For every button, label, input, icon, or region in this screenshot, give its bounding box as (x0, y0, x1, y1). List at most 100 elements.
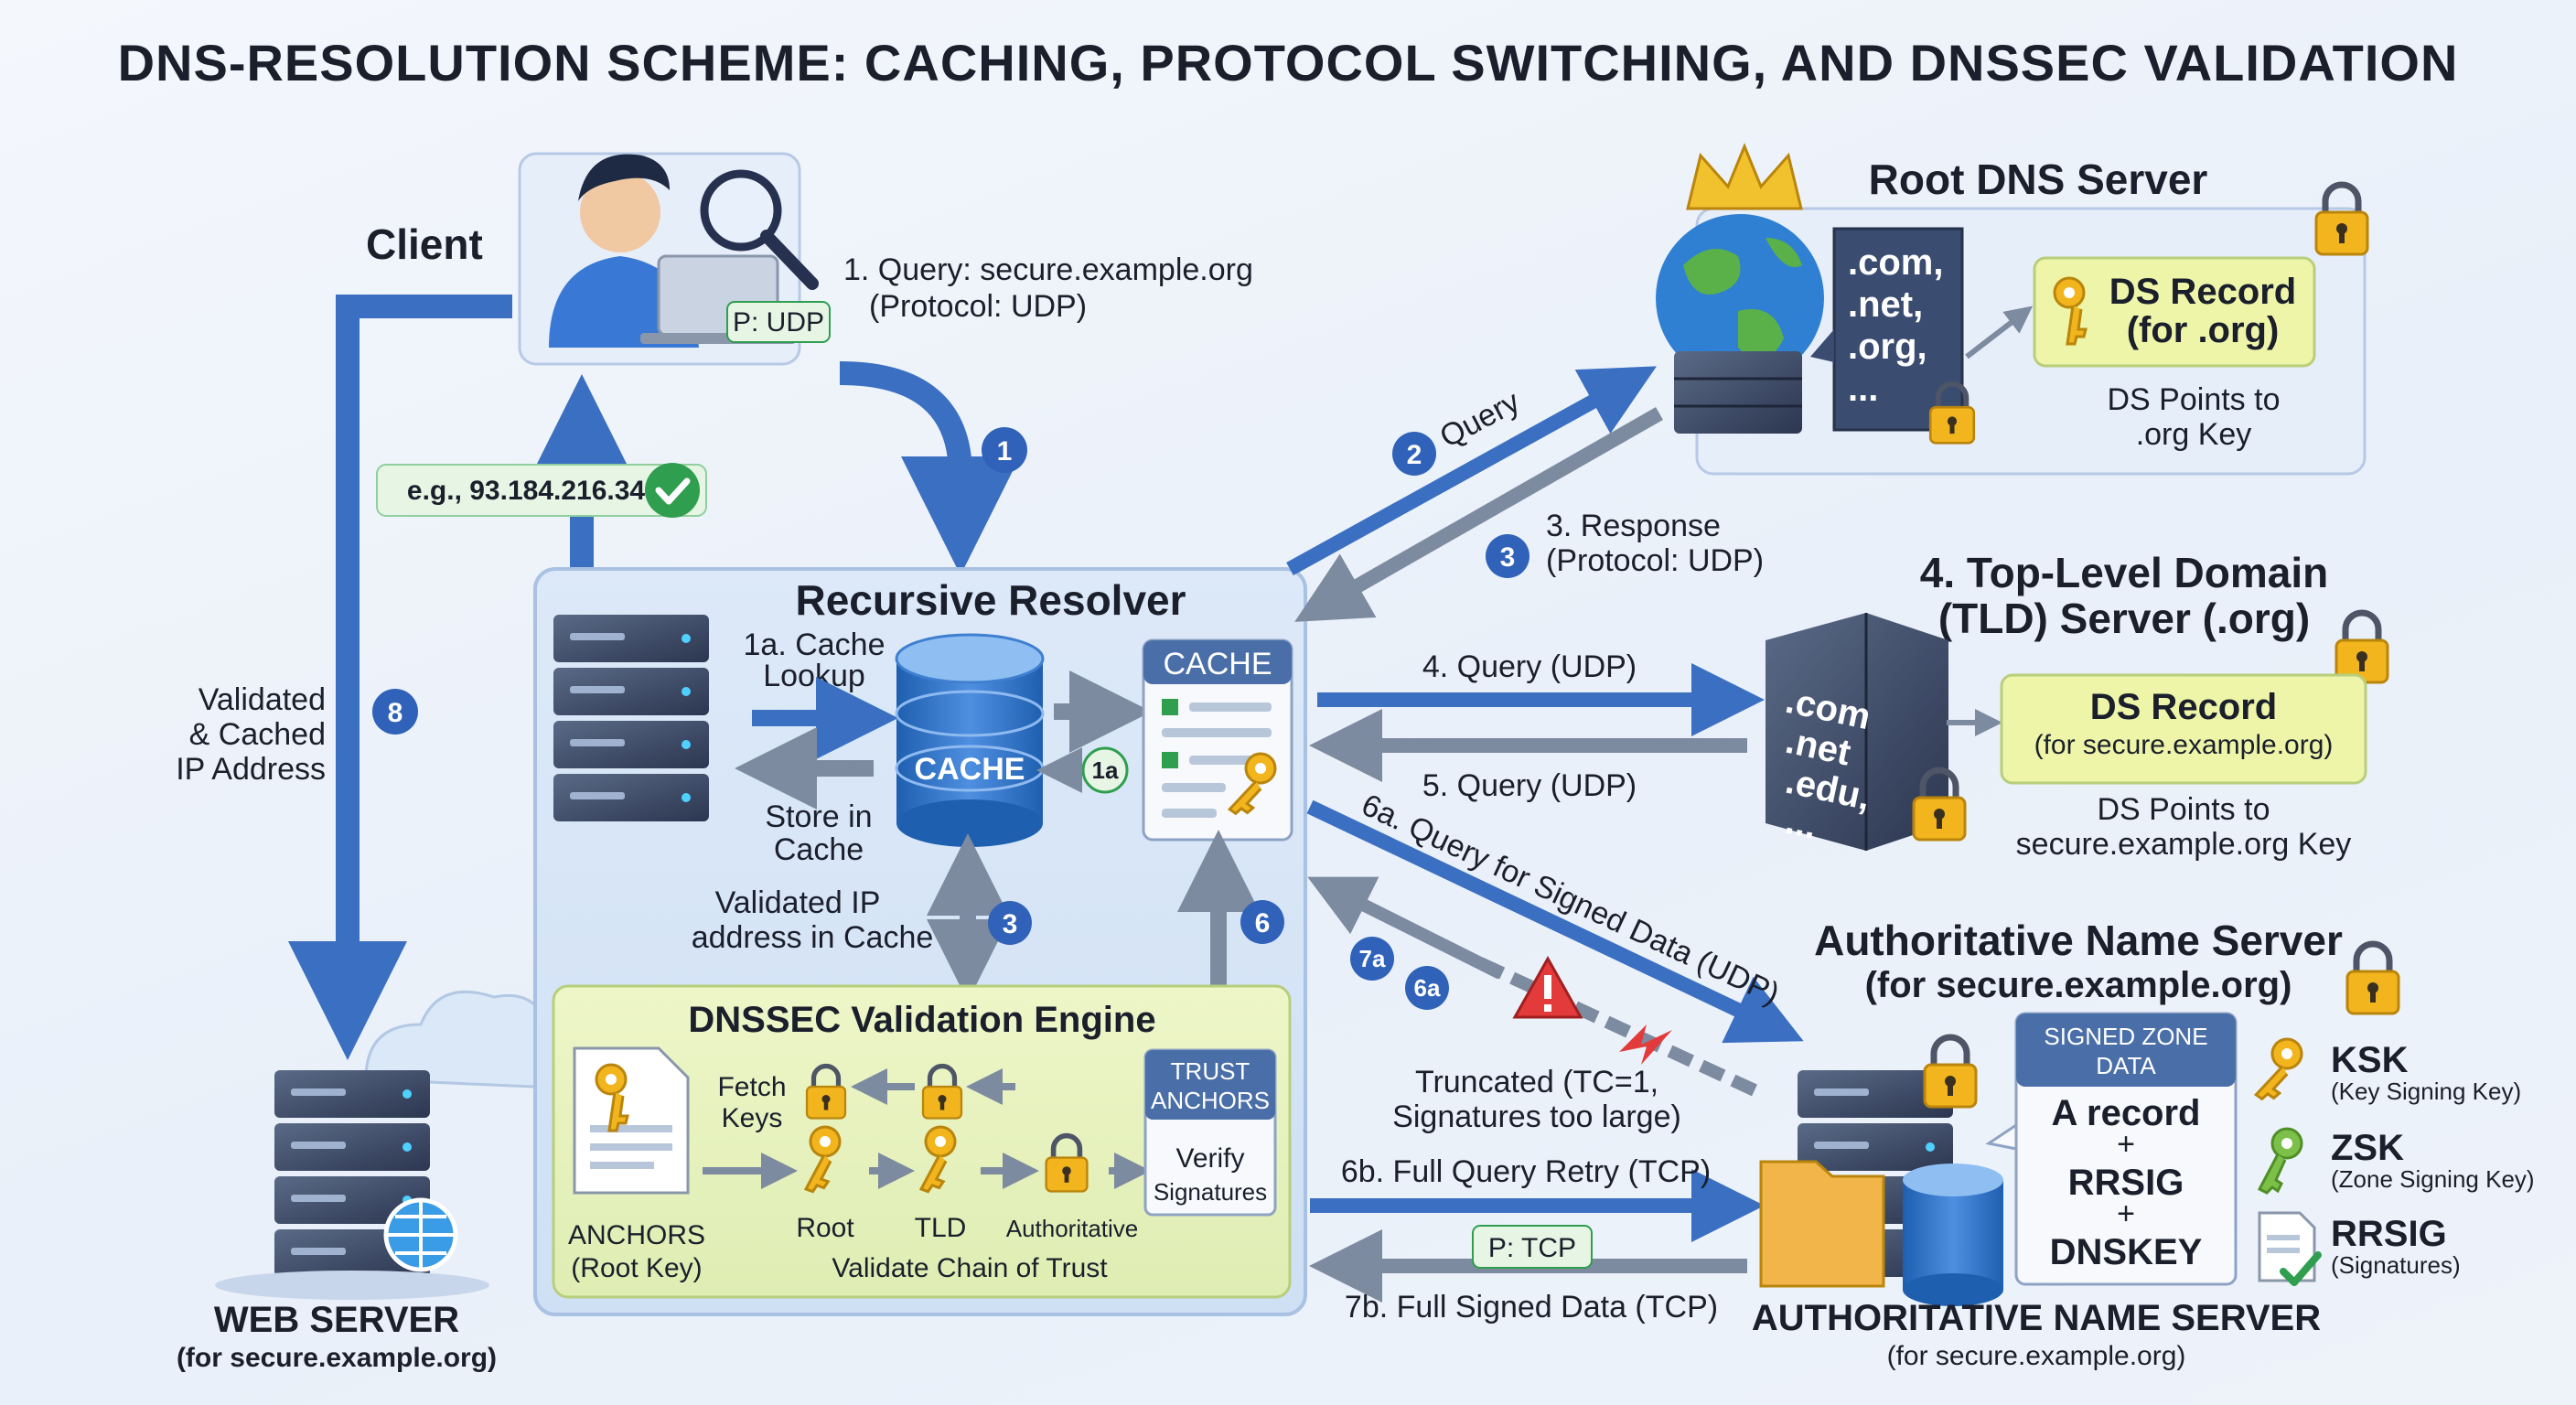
web-server-icon (215, 990, 580, 1300)
root-tld-item-0: .com, (1848, 242, 1943, 283)
authoritative-server-lock-icon (1925, 1037, 1976, 1107)
step1-label-line2: (Protocol: UDP) (869, 289, 1087, 324)
authoritative-bottom-line2: (for secure.example.org) (1887, 1341, 2186, 1371)
svg-text:3: 3 (1500, 542, 1516, 573)
ksk-key-icon (2244, 1032, 2311, 1107)
client-protocol-tag: P: UDP (733, 307, 824, 338)
validated-ip-label-line1: Validated IP (715, 885, 881, 920)
warning-icon (1512, 955, 1583, 1019)
step5-label: 5. Query (UDP) (1422, 768, 1637, 803)
trust-anchors-label-line1: TRUST (1171, 1057, 1250, 1085)
anchors-label-line2: (Root Key) (571, 1253, 702, 1283)
svg-text:P: TCP: P: TCP (1488, 1233, 1576, 1263)
step6a-badge: 6a (1405, 966, 1449, 1010)
root-ds-record-box (2033, 256, 2316, 368)
checkmark-icon (645, 463, 700, 518)
step6b-label: 6b. Full Query Retry (TCP) (1341, 1154, 1711, 1189)
globe-crown-icon (1656, 143, 1824, 434)
truncated-label-line2: Signatures too large) (1392, 1099, 1681, 1134)
dnssec-engine-panel (552, 984, 1292, 1299)
tld-points-line1: DS Points to (2098, 792, 2270, 827)
svg-text:8: 8 (388, 698, 403, 728)
zone-item-4: DNSKEY (2050, 1232, 2203, 1272)
legend-ksk-desc: (Key Signing Key) (2331, 1078, 2521, 1105)
root-tld-list (1810, 227, 1964, 432)
root-title: Root DNS Server (1869, 156, 2208, 203)
legend-zsk-desc: (Zone Signing Key) (2331, 1165, 2535, 1193)
step7b-label: 7b. Full Signed Data (TCP) (1345, 1290, 1718, 1325)
validated-ip-label-line2: address in Cache (692, 920, 934, 955)
ip-address-tag: e.g., 93.184.216.34 (376, 463, 707, 518)
signed-zone-data-panel (1985, 1012, 2238, 1286)
truncated-label-line1: Truncated (TC=1, (1415, 1065, 1658, 1099)
step8-label-line1: Validated (199, 682, 326, 717)
fetch-keys-label-line2: Keys (722, 1103, 783, 1133)
root-lock-icon (2316, 185, 2367, 254)
cache-lookup-label-line1: 1a. Cache (744, 627, 886, 662)
fetch-keys-label-line1: Fetch (717, 1072, 786, 1102)
lightning-break-icon (1619, 1024, 1672, 1065)
dnssec-title: DNSSEC Validation Engine (688, 1000, 1155, 1040)
step8-badge: 8 (372, 689, 418, 735)
svg-text:e.g., 93.184.216.34: e.g., 93.184.216.34 (407, 476, 646, 506)
root-tld-item-2: .org, (1848, 327, 1927, 367)
root-ds-label-line1: DS Record (2109, 272, 2297, 312)
tld-ds-label-line1: DS Record (2090, 687, 2278, 727)
cache-lookup-label-line2: Lookup (763, 659, 865, 693)
verify-label-line2: Signatures (1154, 1178, 1267, 1206)
svg-text:6a: 6a (1414, 974, 1441, 1002)
zone-item-3: + (2117, 1196, 2135, 1231)
step8-label-line2: & Cached (189, 717, 326, 752)
zone-item-0: A record (2051, 1093, 2200, 1133)
trust-anchors-label-line2: ANCHORS (1151, 1087, 1270, 1114)
authoritative-server-icon (1759, 1070, 2003, 1306)
step2-badge: 2 (1392, 432, 1436, 476)
svg-text:1a: 1a (1092, 756, 1119, 784)
root-tld-item-1: .net, (1848, 284, 1923, 325)
authoritative-title-line1: Authoritative Name Server (1814, 917, 2343, 964)
root-points-line1: DS Points to (2108, 382, 2281, 417)
webserver-label-line2: (for secure.example.org) (177, 1343, 497, 1373)
step1-arrow (839, 361, 1020, 575)
svg-text:2: 2 (1407, 440, 1422, 470)
cache-database-icon (895, 633, 1045, 847)
tld-points-line2: secure.example.org Key (2016, 827, 2352, 862)
step3-label-line2: (Protocol: UDP) (1546, 543, 1764, 578)
client-box: P: UDP (518, 152, 831, 366)
step6-badge: 6 (1240, 900, 1284, 944)
svg-text:7a: 7a (1359, 945, 1386, 972)
tld-ds-label-line2: (for secure.example.org) (2034, 730, 2334, 760)
step1a-badge: 1a (1081, 746, 1129, 794)
chain-tld-label: TLD (915, 1213, 967, 1243)
step3-badge: 3 (1486, 534, 1530, 578)
svg-text:1: 1 (997, 436, 1013, 467)
chain-root-label: Root (796, 1213, 854, 1243)
chain-authoritative-label: Authoritative (1006, 1215, 1139, 1242)
diagram-title: DNS-RESOLUTION SCHEME: CACHING, PROTOCOL… (118, 34, 2459, 91)
tcp-tag: P: TCP (1472, 1225, 1593, 1269)
tld-title-line2: (TLD) Server (.org) (1938, 595, 2310, 642)
step7a-badge: 7a (1350, 937, 1394, 981)
verify-label-line1: Verify (1175, 1143, 1244, 1174)
step8-arrow-to-webserver (288, 295, 512, 1060)
root-points-line2: .org Key (2136, 417, 2252, 452)
tld-server-icon (1766, 613, 1948, 851)
zone-header-line2: DATA (2096, 1052, 2156, 1079)
trust-anchors-box (1143, 1048, 1277, 1217)
client-label: Client (366, 220, 483, 268)
legend-rrsig-desc: (Signatures) (2331, 1251, 2461, 1279)
store-in-cache-label-line2: Cache (774, 832, 864, 867)
rrsig-document-icon (2258, 1211, 2322, 1286)
anchors-document-icon (573, 1046, 690, 1195)
legend-zsk-label: ZSK (2331, 1128, 2404, 1168)
step3-label-line1: 3. Response (1546, 509, 1721, 543)
cache-panel-title: CACHE (1163, 647, 1272, 681)
authoritative-title-line2: (for secure.example.org) (1865, 965, 2292, 1005)
step1-label-line1: 1. Query: secure.example.org (843, 252, 1253, 287)
step8-label-line3: IP Address (176, 752, 326, 787)
step2-query-arrow (1286, 366, 1658, 576)
step3-resolver-badge: 3 (988, 901, 1032, 945)
step3-response-arrow (1294, 407, 1663, 622)
cache-db-label: CACHE (915, 752, 1025, 787)
webserver-label-line1: WEB SERVER (214, 1300, 459, 1340)
